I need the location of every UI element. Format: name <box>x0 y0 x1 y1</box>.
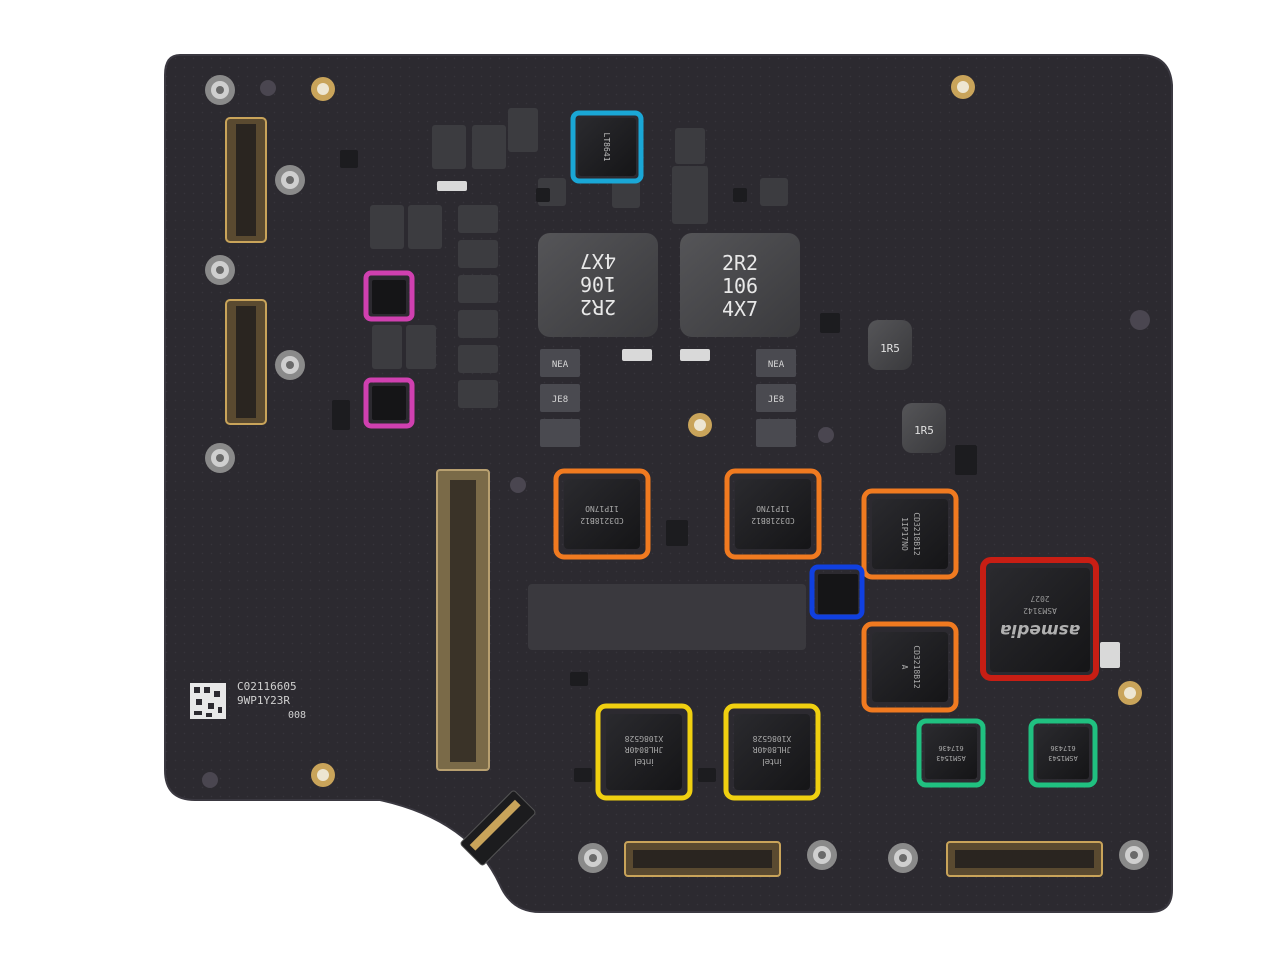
small-blue-chip <box>818 574 858 614</box>
inductor-left-label-3: 4X7 <box>580 249 616 273</box>
mounting-holes <box>202 75 1150 788</box>
asm1543-chip-1: ASM1543 617436 <box>925 727 977 779</box>
left-connectors <box>225 117 267 425</box>
ti-chip-1-part: CD3218B12 <box>580 516 624 525</box>
intel-chip-1-part: JHL8040R <box>625 745 664 754</box>
marker-orange-1 <box>553 468 651 560</box>
small-pads <box>437 181 1120 668</box>
marker-teal-lt8641 <box>570 110 644 184</box>
shield-strip <box>528 584 806 650</box>
intel-chip-1-code: X108G528 <box>625 734 664 743</box>
intel-chip-2: intel JHL8040R X108G528 <box>734 714 810 790</box>
tiny-components <box>332 150 977 782</box>
ti-chip-4-rev: A <box>900 665 909 670</box>
ti-chip-3-part: CD3218B12 <box>912 512 921 556</box>
screws <box>205 75 1149 873</box>
cap-label-je8: JE8 <box>552 395 568 405</box>
small-inductor-2-label: 1R5 <box>914 424 934 437</box>
asm1543-1-part: ASM1543 <box>936 754 966 762</box>
inductor-left-label-2: 106 <box>580 272 616 296</box>
ti-chip-3: CD3218B12 1IP17NO <box>872 499 948 569</box>
marker-yellow-2 <box>723 703 821 801</box>
marker-red-asmedia <box>980 557 1099 681</box>
ti-chip-1: CD3218B12 1IP17NO <box>564 479 640 549</box>
inductor-right: 2R2 106 4X7 <box>680 233 800 337</box>
asm1543-2-code: 617436 <box>1050 744 1075 752</box>
bottom-connectors <box>460 790 1103 877</box>
small-inductor-1: 1R5 <box>868 320 912 370</box>
inductor-right-label-3: 4X7 <box>722 297 758 321</box>
asmedia-part: ASM3142 <box>1023 606 1057 615</box>
ti-chip-2-sub: 1IP17NO <box>756 504 790 513</box>
intel-chip-1-brand: intel <box>634 756 654 766</box>
small-inductor-2: 1R5 <box>902 403 946 453</box>
marker-blue <box>809 564 865 620</box>
small-inductor-1-label: 1R5 <box>880 342 900 355</box>
marker-magenta-1 <box>363 270 415 322</box>
asmedia-chip: asmedia ASM3142 2027 <box>990 568 1090 672</box>
intel-chip-2-part: JHL8040R <box>753 745 792 754</box>
ti-chip-4-part: CD3218B12 <box>912 645 921 689</box>
serial-line-3: 008 <box>288 710 306 721</box>
intel-chip-2-code: X108G528 <box>753 734 792 743</box>
datamatrix-code <box>190 683 226 719</box>
lt8641-chip: LT8641 <box>578 118 636 176</box>
inductor-left-label-1: 2R2 <box>580 295 616 319</box>
cap-label-je8-right: JE8 <box>768 395 784 405</box>
marker-yellow-1 <box>595 703 693 801</box>
inductor-right-label-2: 106 <box>722 274 758 298</box>
tantalum-caps-right: NEA JE8 <box>756 349 796 447</box>
cap-label-nea-right: NEA <box>768 360 785 370</box>
marker-green-2 <box>1028 718 1098 788</box>
smd-cap-column <box>370 108 788 408</box>
tantalum-caps-left: NEA JE8 <box>540 349 580 447</box>
ti-chip-3-sub: 1IP17NO <box>900 517 909 551</box>
marker-magenta-2 <box>363 377 415 429</box>
inductor-right-label-1: 2R2 <box>722 251 758 275</box>
inductor-left: 2R2 106 4X7 <box>538 233 658 337</box>
asm1543-1-code: 617436 <box>938 744 963 752</box>
marker-orange-3 <box>861 488 959 580</box>
ti-chip-2: CD3218B12 1IP17NO <box>735 479 811 549</box>
asm1543-2-part: ASM1543 <box>1048 754 1078 762</box>
marker-orange-2 <box>724 468 822 560</box>
cap-label-nea: NEA <box>552 360 569 370</box>
ti-chip-1-sub: 1IP17NO <box>585 504 619 513</box>
ti-chip-4: CD3218B12 A <box>872 632 948 702</box>
ti-chip-2-part: CD3218B12 <box>751 516 795 525</box>
serial-line-2: 9WP1Y23R <box>237 694 290 707</box>
intel-chip-1: intel JHL8040R X108G528 <box>606 714 682 790</box>
marker-green-1 <box>916 718 986 788</box>
asmedia-brand: asmedia <box>1000 620 1080 640</box>
lt8641-label: LT8641 <box>602 133 611 162</box>
asm1543-chip-2: ASM1543 617436 <box>1037 727 1089 779</box>
ribbon-connector <box>436 469 490 771</box>
serial-line-1: C02116605 <box>237 680 297 693</box>
intel-chip-2-brand: intel <box>762 756 782 766</box>
mosfet-chips <box>372 280 406 420</box>
marker-orange-4 <box>861 621 959 713</box>
asmedia-code: 2027 <box>1030 594 1049 603</box>
